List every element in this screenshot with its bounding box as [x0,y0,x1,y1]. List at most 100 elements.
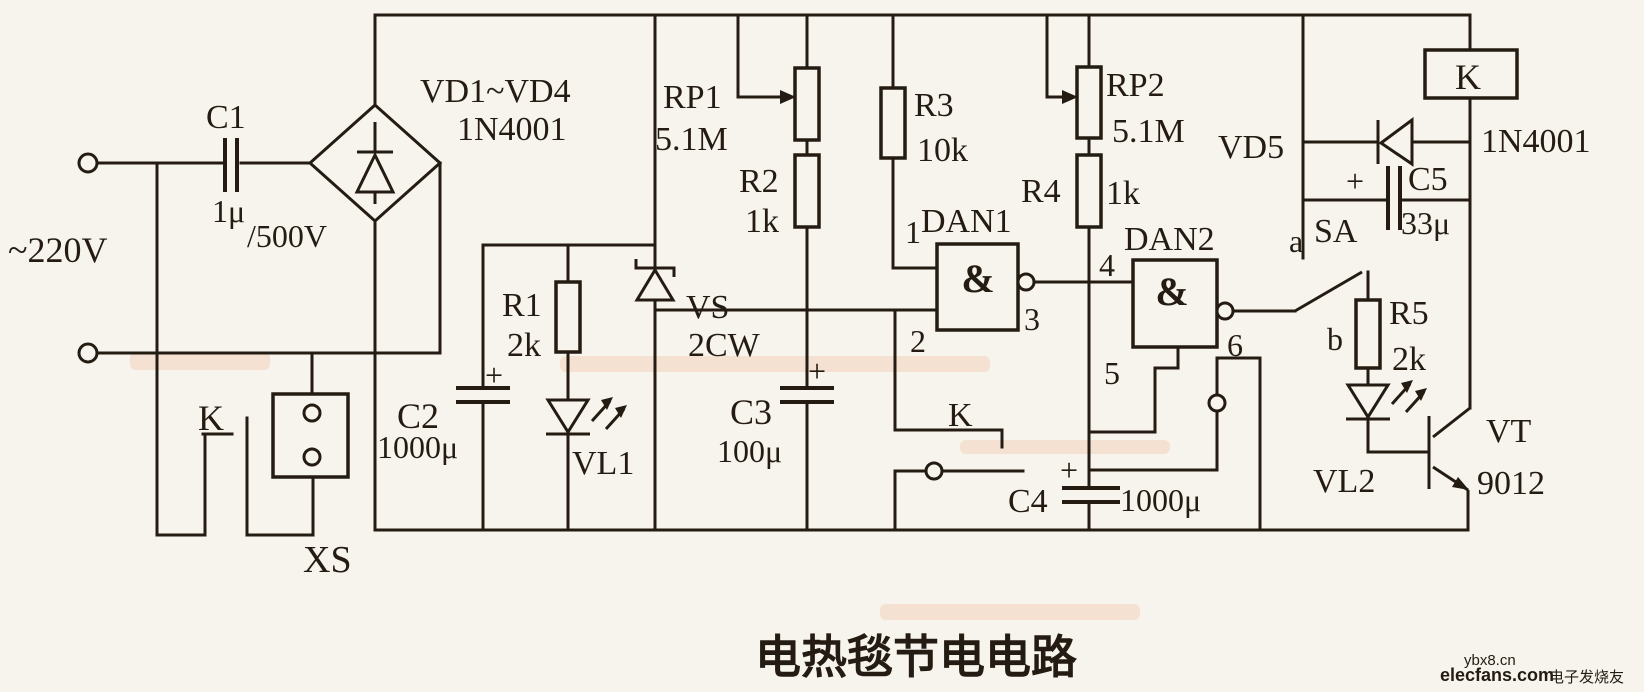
scan-stains [130,352,1170,620]
label-r4-value: 1k [1106,175,1140,212]
gate-symbol: & [1155,269,1188,314]
inverter-bubble-icon [1215,301,1235,321]
label-dan1: DAN1 [921,203,1012,240]
label-c5: C5 [1408,161,1448,198]
label-pin2: 2 [910,323,926,359]
label-dan2: DAN2 [1124,221,1215,258]
transistor-vt-symbol [1427,406,1471,530]
capacitor-c4-symbol [1062,486,1120,504]
plus-sign: + [485,357,503,393]
label-ac-voltage: ~220V [8,230,107,270]
led-vl1-symbol [545,397,627,436]
inverter-bubble-icon [1016,272,1036,292]
plus-sign: + [808,353,826,389]
label-bridge-name: VD1~VD4 [420,73,571,110]
label-sa-b: b [1327,321,1343,357]
wiper-arrow-icon [780,90,796,104]
label-c4-value: 1000μ [1120,482,1201,518]
watermark-cn: 电子发烧友 [1549,669,1624,686]
contact-pivot-icon [1207,393,1227,413]
led-vl2-symbol [1345,380,1427,421]
label-rp1: RP1 [663,79,722,116]
label-vd5-value: 1N4001 [1481,123,1591,160]
label-xs: XS [303,539,352,581]
wiper-arrow-icon [1062,90,1078,104]
label-rp2: RP2 [1106,67,1165,104]
label-vl1: VL1 [572,445,634,482]
zener-vs-symbol [634,259,676,302]
label-c3: C3 [730,392,772,432]
label-k-coil: K [1455,57,1481,97]
label-sa-a: a [1289,223,1303,259]
ac-input-terminals [77,152,99,364]
label-rp1-value: 5.1M [655,121,728,158]
label-r3: R3 [914,87,954,124]
capacitor-c5-symbol [1386,166,1402,230]
diode-vd5-symbol [1376,117,1414,167]
label-bridge-value: 1N4001 [457,111,567,148]
label-k-left: K [198,398,224,438]
relay-contact-mid-symbol [924,461,944,481]
label-rp2-value: 5.1M [1112,113,1185,150]
label-r1: R1 [502,287,542,324]
xs-socket-symbol [271,392,350,479]
resistor-r2-symbol [793,153,821,229]
terminal-icon [77,342,99,364]
label-c1-value: 1μ [212,193,245,229]
nand-gate-dan1-symbol: & [935,242,1036,332]
watermark-url: ybx8.cn [1464,652,1516,669]
label-r5-value: 2k [1392,341,1426,378]
relay-contact-right-symbol [1207,393,1227,413]
resistor-r1-symbol [554,280,582,354]
label-c5-value: 33μ [1401,205,1450,241]
label-r2-value: 1k [745,203,779,240]
label-vd5: VD5 [1218,129,1284,166]
wires [96,13,1472,537]
label-pin1: 1 [905,214,921,250]
selector-switch-sa-symbol [1294,270,1363,313]
plus-sign: + [1060,452,1078,488]
label-vl2: VL2 [1313,463,1375,500]
socket-hole-icon [302,403,322,423]
label-vs-value: 2CW [688,327,761,364]
plus-sign: + [1346,163,1364,199]
watermark-site: elecfans.com [1440,665,1554,685]
bridge-rectifier-symbol [307,102,443,224]
figure-title: 电热毯节电电路 [755,632,1078,683]
gate-symbol: & [961,256,994,301]
label-r2: R2 [739,163,779,200]
label-pin5: 5 [1104,355,1120,391]
label-c3-value: 100μ [717,433,782,469]
label-k-mid: K [948,397,973,434]
resistor-r3-symbol [879,86,907,160]
socket-hole-icon [302,447,322,467]
label-pin4: 4 [1099,247,1115,283]
label-c1: C1 [206,99,246,136]
potentiometer-rp1-symbol [780,66,821,142]
label-sa: SA [1314,213,1358,250]
label-c4: C4 [1008,483,1048,520]
label-r5: R5 [1389,295,1429,332]
capacitor-c3-symbol [780,386,834,404]
labels: ~220V C1 1μ /500V VD1~VD4 1N4001 K XS C2… [8,57,1591,581]
resistor-r5-symbol [1354,298,1382,370]
label-vs: VS [686,289,729,326]
resistor-r4-symbol [1075,153,1103,229]
label-c1-voltage: /500V [247,218,327,254]
watermark: ybx8.cn elecfans.com 电子发烧友 [1440,652,1624,686]
label-vt-value: 9012 [1477,465,1545,502]
potentiometer-rp2-symbol [1062,65,1103,140]
capacitor-c2-symbol [456,386,510,404]
label-c2-value: 1000μ [377,429,458,465]
label-r1-value: 2k [507,327,541,364]
label-c2: C2 [397,396,439,436]
label-r4: R4 [1021,173,1061,210]
terminal-icon [77,152,99,174]
contact-pivot-icon [924,461,944,481]
label-pin3: 3 [1024,301,1040,337]
label-pin6: 6 [1227,327,1243,363]
label-vt: VT [1486,413,1532,450]
nand-gate-dan2-symbol: & [1131,258,1235,349]
